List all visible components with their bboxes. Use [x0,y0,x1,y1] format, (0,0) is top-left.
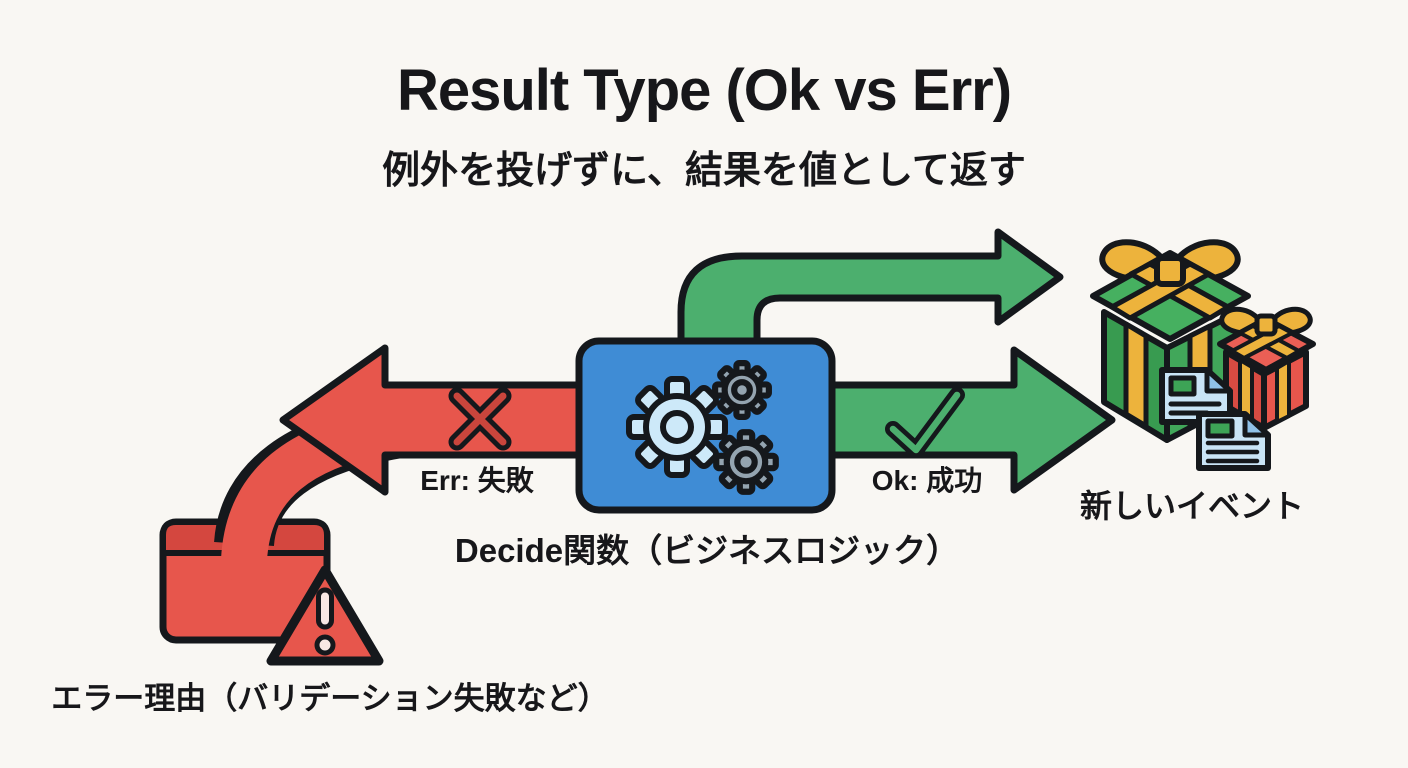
document-icon [1159,367,1233,425]
warning-triangle-icon [266,565,384,666]
gears-icon [626,360,779,495]
ok-arrow-top [677,228,1064,354]
document-icon [1196,411,1271,471]
page-title: Result Type (Ok vs Err) [396,58,1012,123]
new-events-label: 新しいイベント [1079,488,1304,524]
err-arrow-label: Err: 失敗 [420,465,534,496]
gift-red-icon [1217,306,1316,431]
page-subtitle: 例外を投げずに、結果を値として返す [382,150,1026,192]
decide-box-label: Decide関数（ビジネスロジック） [454,532,960,569]
ok-arrow [822,346,1116,494]
ok-arrow-label: Ok: 成功 [871,465,983,496]
check-mark-icon [885,387,965,458]
error-reason-label: エラー理由（バリデーション失敗など） [51,681,609,716]
err-arrow [279,344,585,496]
x-mark-icon [448,387,512,451]
